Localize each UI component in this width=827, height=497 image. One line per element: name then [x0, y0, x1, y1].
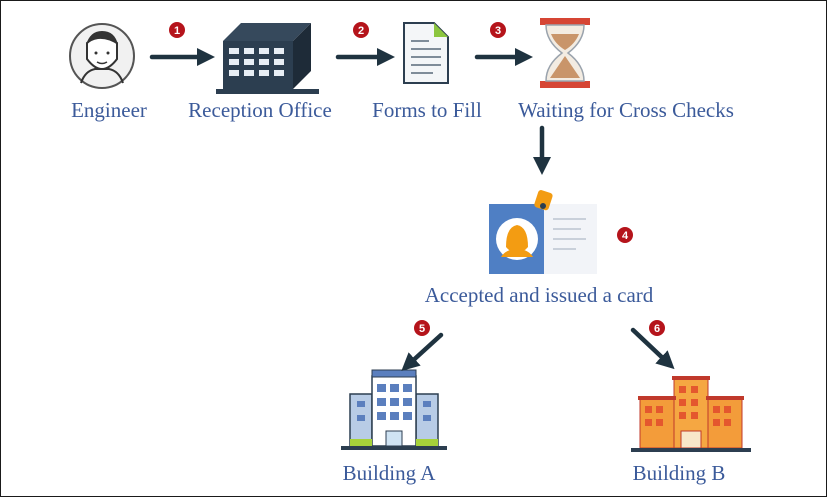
step-badge-2: 2	[353, 22, 369, 38]
arrow-to-building-a	[401, 332, 444, 372]
label-building-b: Building B	[633, 461, 726, 485]
building-a-icon	[341, 369, 447, 450]
reception-office-icon	[216, 23, 319, 94]
svg-text:5: 5	[419, 323, 425, 335]
svg-text:4: 4	[622, 230, 629, 242]
label-forms-to-fill: Forms to Fill	[372, 98, 482, 122]
engineer-icon	[69, 23, 135, 89]
label-accepted-and-issued-card: Accepted and issued a card	[425, 283, 654, 307]
step-badge-3: 3	[490, 22, 506, 38]
step-badge-5: 5	[414, 320, 430, 336]
hourglass-icon	[540, 18, 590, 88]
svg-text:3: 3	[495, 25, 501, 37]
svg-text:2: 2	[358, 25, 364, 37]
label-building-a: Building A	[343, 461, 437, 485]
arrow-to-building-b	[630, 327, 675, 370]
label-engineer: Engineer	[71, 98, 147, 122]
step-badge-6: 6	[649, 320, 665, 336]
step-badge-4: 4	[617, 227, 633, 243]
form-document-icon	[403, 22, 449, 84]
step-badge-1: 1	[169, 22, 185, 38]
id-card-icon	[489, 190, 597, 274]
svg-text:6: 6	[654, 323, 660, 335]
svg-text:1: 1	[174, 25, 180, 37]
building-b-icon	[631, 376, 751, 452]
label-waiting-for-cross-checks: Waiting for Cross Checks	[518, 98, 734, 122]
label-reception-office: Reception Office	[188, 98, 332, 122]
